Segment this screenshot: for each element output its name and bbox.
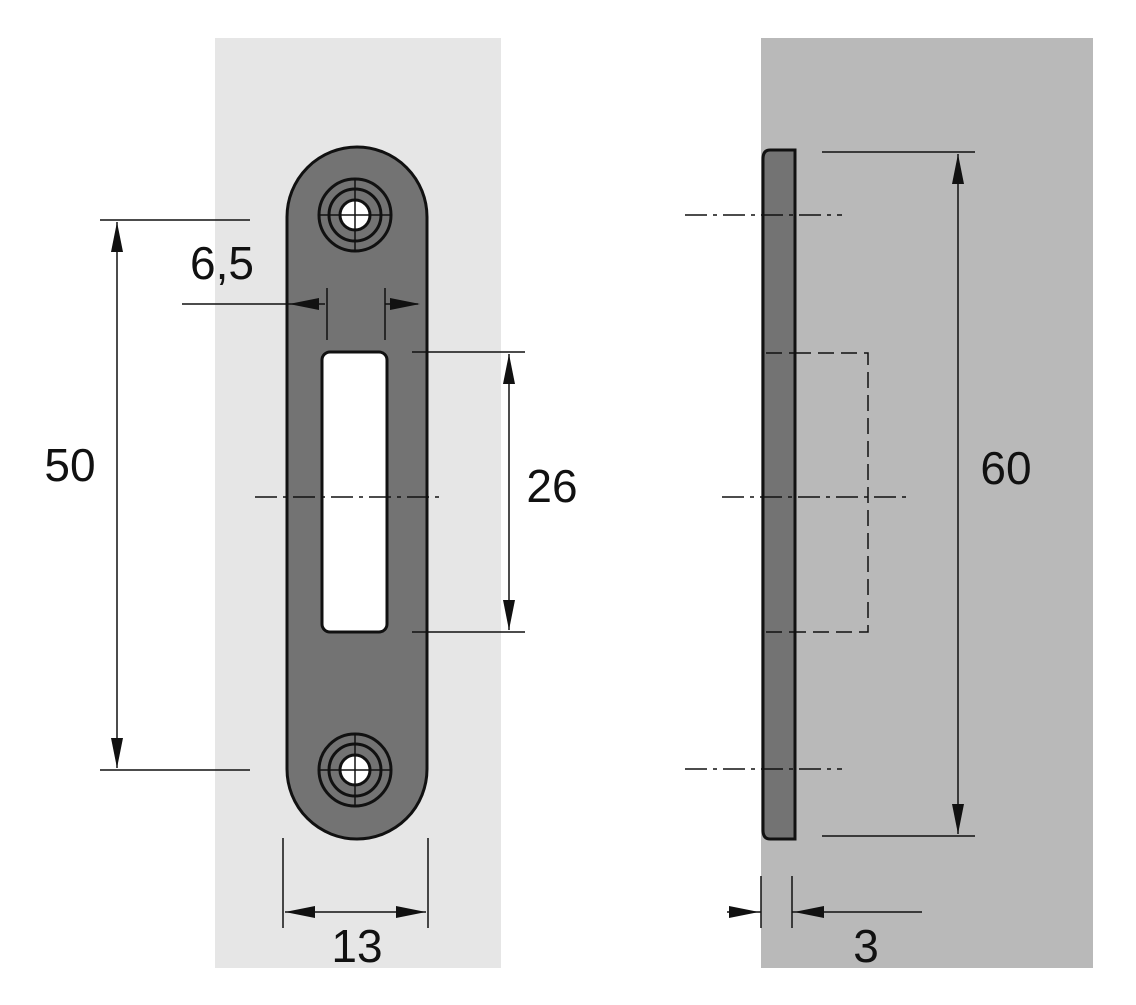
dimension-label-slot-offset: 6,5: [190, 237, 254, 289]
dimension-label-plate-thickness: 3: [853, 920, 879, 972]
dimension-label-plate-length: 60: [980, 442, 1031, 494]
dimension-plate-length: 60: [822, 151, 1032, 837]
latch-slot: [320, 350, 389, 634]
plate-profile: [761, 148, 797, 841]
dimension-plate-thickness: 3: [727, 876, 922, 972]
dimension-label-slot-height: 26: [526, 460, 577, 512]
dimension-slot-height: 26: [412, 351, 578, 633]
side-view-background: [761, 38, 1093, 968]
dimension-hole-spacing: 50: [44, 219, 250, 771]
dimension-label-hole-spacing: 50: [44, 439, 95, 491]
dimension-plate-width: 13: [282, 838, 429, 972]
hidden-latch-pocket: [795, 352, 869, 633]
dimension-slot-offset: 6,5: [182, 237, 420, 340]
top-screw-hole: [317, 177, 393, 253]
bottom-screw-hole: [317, 732, 393, 808]
side-view: 60 3: [685, 38, 1093, 972]
dimension-label-plate-width: 13: [331, 920, 382, 972]
front-view: 50 6,5 26 13: [44, 38, 578, 972]
